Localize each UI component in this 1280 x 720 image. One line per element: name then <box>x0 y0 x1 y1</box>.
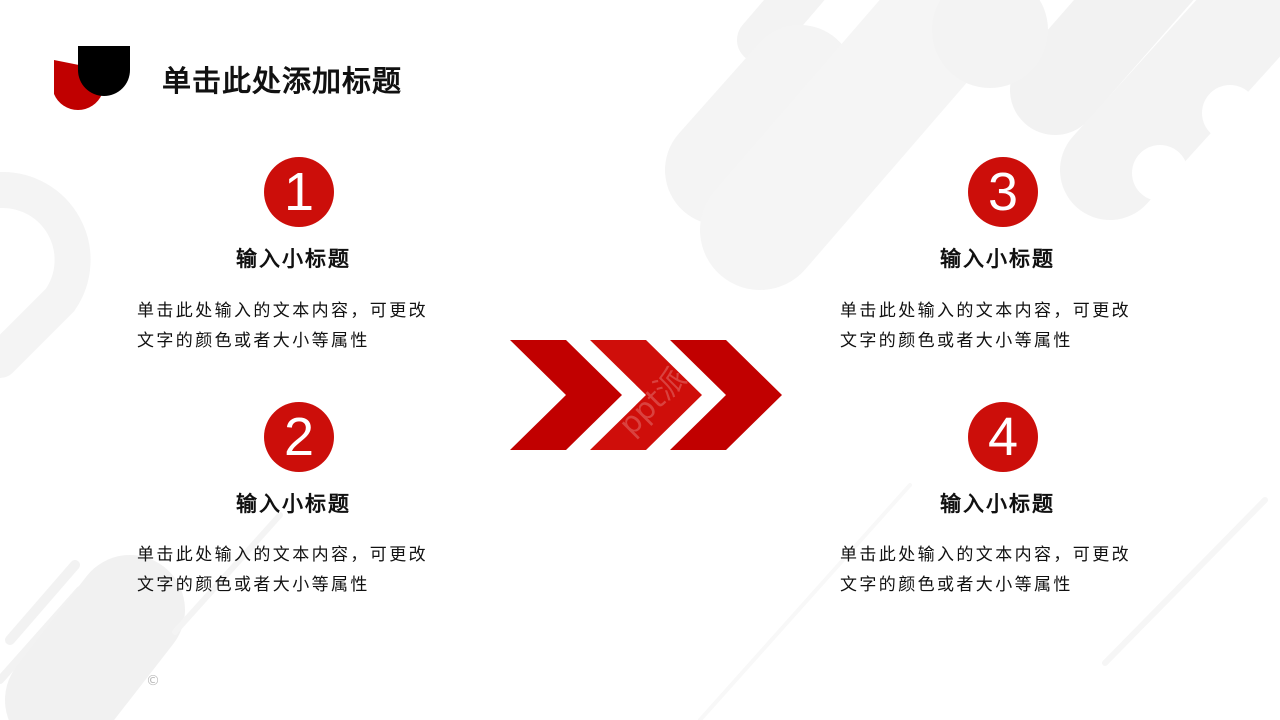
step-subtitle[interactable]: 输入小标题 <box>236 492 351 516</box>
step-description[interactable]: 单击此处输入的文本内容，可更改 文字的颜色或者大小等属性 <box>137 296 477 356</box>
description-line: 单击此处输入的文本内容，可更改 <box>137 545 428 565</box>
step-subtitle[interactable]: 输入小标题 <box>940 247 1055 271</box>
description-line: 文字的颜色或者大小等属性 <box>137 331 370 351</box>
copyright-icon: © <box>146 673 160 689</box>
description-line: 文字的颜色或者大小等属性 <box>840 575 1073 595</box>
chevron-arrows-icon: ppt派 <box>510 340 782 450</box>
step-description[interactable]: 单击此处输入的文本内容，可更改 文字的颜色或者大小等属性 <box>840 540 1180 600</box>
description-line: 单击此处输入的文本内容，可更改 <box>137 301 428 321</box>
step-number-badge: 4 <box>968 402 1038 472</box>
description-line: 文字的颜色或者大小等属性 <box>137 575 370 595</box>
step-number-badge: 3 <box>968 157 1038 227</box>
logo-icon <box>54 46 130 110</box>
step-description[interactable]: 单击此处输入的文本内容，可更改 文字的颜色或者大小等属性 <box>137 540 477 600</box>
description-line: 文字的颜色或者大小等属性 <box>840 331 1073 351</box>
description-line: 单击此处输入的文本内容，可更改 <box>840 301 1131 321</box>
page-title[interactable]: 单击此处添加标题 <box>162 64 403 98</box>
step-description[interactable]: 单击此处输入的文本内容，可更改 文字的颜色或者大小等属性 <box>840 296 1180 356</box>
step-number-badge: 2 <box>264 402 334 472</box>
description-line: 单击此处输入的文本内容，可更改 <box>840 545 1131 565</box>
step-subtitle[interactable]: 输入小标题 <box>940 492 1055 516</box>
step-subtitle[interactable]: 输入小标题 <box>236 247 351 271</box>
step-number-badge: 1 <box>264 157 334 227</box>
